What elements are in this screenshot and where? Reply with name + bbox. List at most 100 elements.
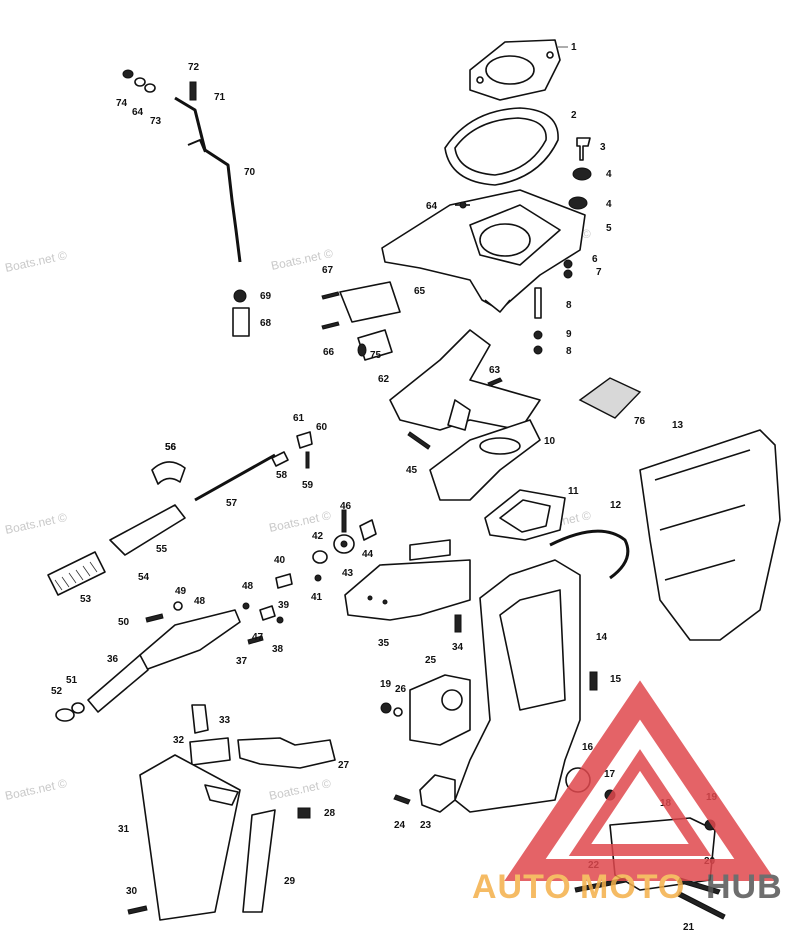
part-12-tube	[549, 529, 630, 580]
part-27-bracket	[237, 737, 336, 769]
watermark: Boats.net ©	[4, 776, 69, 803]
callout-label: 28	[324, 808, 336, 819]
part-4-nut	[572, 167, 592, 181]
callout-label: 72	[188, 62, 200, 73]
part-23-pickup	[419, 774, 456, 813]
callout-label: 74	[116, 98, 128, 109]
callout-label: 29	[284, 876, 296, 887]
callout-label: 65	[414, 286, 426, 297]
callout-label: 39	[278, 600, 290, 611]
callout-label: 14	[596, 632, 608, 643]
callout-label: 44	[362, 549, 374, 560]
callout-label: 31	[118, 824, 130, 835]
part-8-stud	[534, 287, 542, 319]
callout-label: 2	[571, 110, 577, 121]
callout-label: 55	[156, 544, 168, 555]
callout-label: 60	[316, 422, 328, 433]
watermark: Boats.net ©	[4, 510, 69, 537]
callout-label: 52	[51, 686, 63, 697]
part-55-tiller-tube	[109, 504, 186, 556]
callout-label: 4	[606, 199, 612, 210]
part-25-bracket	[409, 674, 471, 746]
automotohub-logo: AUTO MOTO HUB	[472, 680, 783, 906]
callout-label: 1	[571, 42, 577, 53]
callout-label: 51	[66, 675, 78, 686]
callout-label: 75	[370, 350, 382, 361]
callout-label: 13	[672, 420, 684, 431]
callout-label: 23	[420, 820, 432, 831]
callout-label: 12	[610, 500, 622, 511]
part-33-clip	[191, 704, 209, 734]
part-10-swivel	[429, 419, 541, 501]
callout-label: 58	[276, 470, 288, 481]
callout-label: 48	[242, 581, 254, 592]
callout-label: 56	[165, 442, 177, 453]
logo-text-hub: HUB	[706, 868, 783, 906]
callout-label: 46	[340, 501, 352, 512]
callout-label: 21	[683, 922, 695, 933]
callout-label: 76	[634, 416, 646, 427]
callout-label: 64	[132, 107, 144, 118]
callout-label: 30	[126, 886, 138, 897]
part-69-nut	[233, 289, 247, 303]
callout-label: 27	[338, 760, 350, 771]
callout-label: 37	[236, 656, 248, 667]
callout-label: 59	[302, 480, 314, 491]
part-13-cover	[639, 429, 781, 641]
part-57-cable	[194, 453, 276, 502]
callout-label: 42	[312, 531, 324, 542]
callout-label: 33	[219, 715, 231, 726]
watermark: Boats.net ©	[268, 776, 333, 803]
callout-label: 69	[260, 291, 272, 302]
callout-label: 61	[293, 413, 305, 424]
callout-label: 45	[406, 465, 418, 476]
watermark: Boats.net ©	[4, 248, 69, 275]
part-56-clamp	[151, 461, 186, 485]
callout-label: 40	[274, 555, 286, 566]
callout-label: 36	[107, 654, 119, 665]
part-53-grip	[47, 551, 106, 596]
callout-label: 66	[323, 347, 335, 358]
part-29-strip	[242, 809, 276, 913]
callout-label: 56	[165, 442, 177, 453]
part-68-bushing	[232, 307, 250, 337]
part-drawings	[47, 39, 781, 921]
callout-label: 57	[226, 498, 238, 509]
part-65-bracket	[339, 281, 401, 323]
callout-label: 43	[342, 568, 354, 579]
callout-label: 9	[566, 329, 572, 340]
callout-label: 70	[244, 167, 256, 178]
part-76-block	[578, 377, 642, 419]
part-3-screw	[576, 137, 591, 161]
part-4-nut	[568, 196, 588, 210]
callout-label: 64	[426, 201, 438, 212]
callout-label: 35	[378, 638, 390, 649]
part-70-shift-rod	[174, 96, 242, 263]
part-36-tiller-tube	[87, 654, 149, 713]
callout-label: 50	[118, 617, 130, 628]
callout-label: 63	[489, 365, 501, 376]
callout-label: 10	[544, 436, 556, 447]
callout-label: 48	[194, 596, 206, 607]
callout-label: 17	[604, 769, 616, 780]
callout-label: 15	[610, 674, 622, 685]
callout-label: 68	[260, 318, 272, 329]
callout-label: 24	[394, 820, 406, 831]
callout-label: 54	[138, 572, 150, 583]
callout-label: 6	[592, 254, 598, 265]
callout-label: 62	[378, 374, 390, 385]
callout-label: 4	[606, 169, 612, 180]
callout-label: 38	[272, 644, 284, 655]
callout-label: 16	[582, 742, 594, 753]
callout-label: 26	[395, 684, 407, 695]
callout-label: 67	[322, 265, 334, 276]
logo-text-moto: MOTO	[580, 868, 685, 906]
callout-label: 11	[568, 486, 579, 497]
callout-label: 25	[425, 655, 437, 666]
part-32-block	[189, 737, 231, 766]
part-35-plate	[344, 559, 471, 621]
callout-label: 71	[214, 92, 226, 103]
callout-label: 8	[566, 300, 572, 311]
callout-label: 53	[80, 594, 92, 605]
